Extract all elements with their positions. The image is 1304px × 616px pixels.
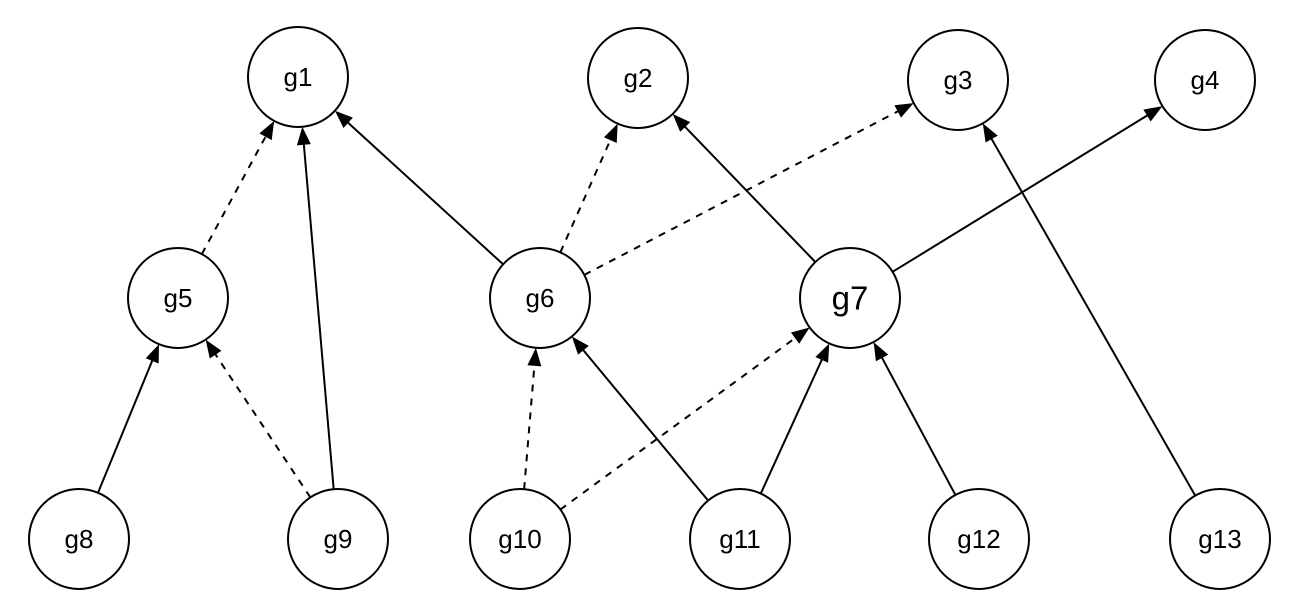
edge-g6-g3[interactable] (583, 103, 914, 276)
node-label: g5 (164, 283, 193, 313)
edge-line-solid (97, 358, 154, 494)
node-g5[interactable]: g5 (127, 247, 229, 349)
node-circle (489, 247, 591, 349)
node-g1[interactable]: g1 (247, 26, 349, 128)
edge-layer (97, 103, 1197, 511)
node-label: g12 (957, 524, 1000, 554)
edge-line-dashed (583, 109, 900, 276)
node-circle (28, 488, 130, 590)
node-g11[interactable]: g11 (689, 488, 791, 590)
edge-g8-g5[interactable] (97, 344, 160, 494)
edge-line-dashed (559, 336, 798, 511)
edge-line-solid (302, 142, 335, 490)
edge-g9-g5[interactable] (205, 339, 312, 498)
node-circle (799, 247, 901, 349)
node-circle (689, 488, 791, 590)
node-g13[interactable]: g13 (1169, 488, 1271, 590)
edge-g6-g1[interactable] (334, 110, 504, 266)
edge-line-dashed (200, 134, 268, 255)
edge-g10-g7[interactable] (559, 327, 810, 511)
edge-g5-g1[interactable] (200, 120, 275, 255)
node-g6[interactable]: g6 (489, 247, 591, 349)
node-label: g8 (65, 524, 94, 554)
arrowhead-icon (894, 103, 914, 118)
node-circle (1154, 29, 1256, 131)
edge-line-solid (683, 124, 817, 263)
edge-line-solid (346, 120, 504, 266)
edge-g9-g1[interactable] (296, 126, 335, 490)
node-circle (287, 488, 389, 590)
arrowhead-icon (672, 114, 691, 132)
edge-line-dashed (213, 352, 312, 498)
node-label: g10 (498, 524, 541, 554)
edge-line-solid (989, 136, 1197, 497)
node-circle (907, 29, 1009, 131)
edge-g12-g7[interactable] (873, 342, 957, 496)
edge-line-solid (892, 113, 1150, 273)
node-label: g6 (526, 283, 555, 313)
arrowhead-icon (259, 120, 275, 141)
node-label: g13 (1198, 524, 1241, 554)
edge-line-solid (759, 357, 824, 494)
edge-g13-g3[interactable] (982, 123, 1197, 497)
arrowhead-icon (296, 126, 311, 146)
node-layer: g1 g2 g3 g4 g5 g6 g7 g8 g9 g10 g11 g12 g13 (28, 26, 1271, 590)
node-circle (1169, 488, 1271, 590)
edge-line-solid (581, 348, 709, 502)
arrowhead-icon (145, 344, 160, 364)
node-g8[interactable]: g8 (28, 488, 130, 590)
node-g4[interactable]: g4 (1154, 29, 1256, 131)
arrowhead-icon (873, 342, 889, 362)
node-circle (587, 27, 689, 129)
node-circle (127, 247, 229, 349)
edge-g6-g2[interactable] (559, 123, 618, 253)
edge-g11-g7[interactable] (759, 343, 830, 494)
edge-g7-g4[interactable] (892, 106, 1163, 273)
arrowhead-icon (603, 123, 618, 143)
node-label: g7 (832, 280, 869, 317)
arrowhead-icon (815, 343, 830, 363)
node-circle (928, 488, 1030, 590)
node-label: g4 (1191, 65, 1220, 95)
node-g10[interactable]: g10 (469, 488, 571, 590)
node-circle (247, 26, 349, 128)
arrowhead-icon (527, 347, 542, 367)
edge-g10-g6[interactable] (523, 347, 542, 490)
edge-line-dashed (559, 137, 613, 253)
edge-line-dashed (523, 363, 536, 490)
edge-line-solid (880, 355, 957, 496)
node-g2[interactable]: g2 (587, 27, 689, 129)
node-g7[interactable]: g7 (799, 247, 901, 349)
node-g3[interactable]: g3 (907, 29, 1009, 131)
node-label: g2 (624, 63, 653, 93)
node-label: g9 (324, 524, 353, 554)
node-circle (469, 488, 571, 590)
arrowhead-icon (1143, 106, 1163, 122)
edge-g11-g6[interactable] (571, 336, 709, 502)
node-label: g1 (284, 62, 313, 92)
edge-g7-g2[interactable] (672, 114, 817, 263)
node-g12[interactable]: g12 (928, 488, 1030, 590)
node-label: g3 (944, 65, 973, 95)
node-g9[interactable]: g9 (287, 488, 389, 590)
arrowhead-icon (982, 123, 998, 143)
arrowhead-icon (790, 327, 810, 344)
arrowhead-icon (571, 336, 589, 355)
arrowhead-icon (334, 110, 353, 129)
node-label: g11 (719, 524, 760, 554)
arrowhead-icon (205, 339, 222, 359)
